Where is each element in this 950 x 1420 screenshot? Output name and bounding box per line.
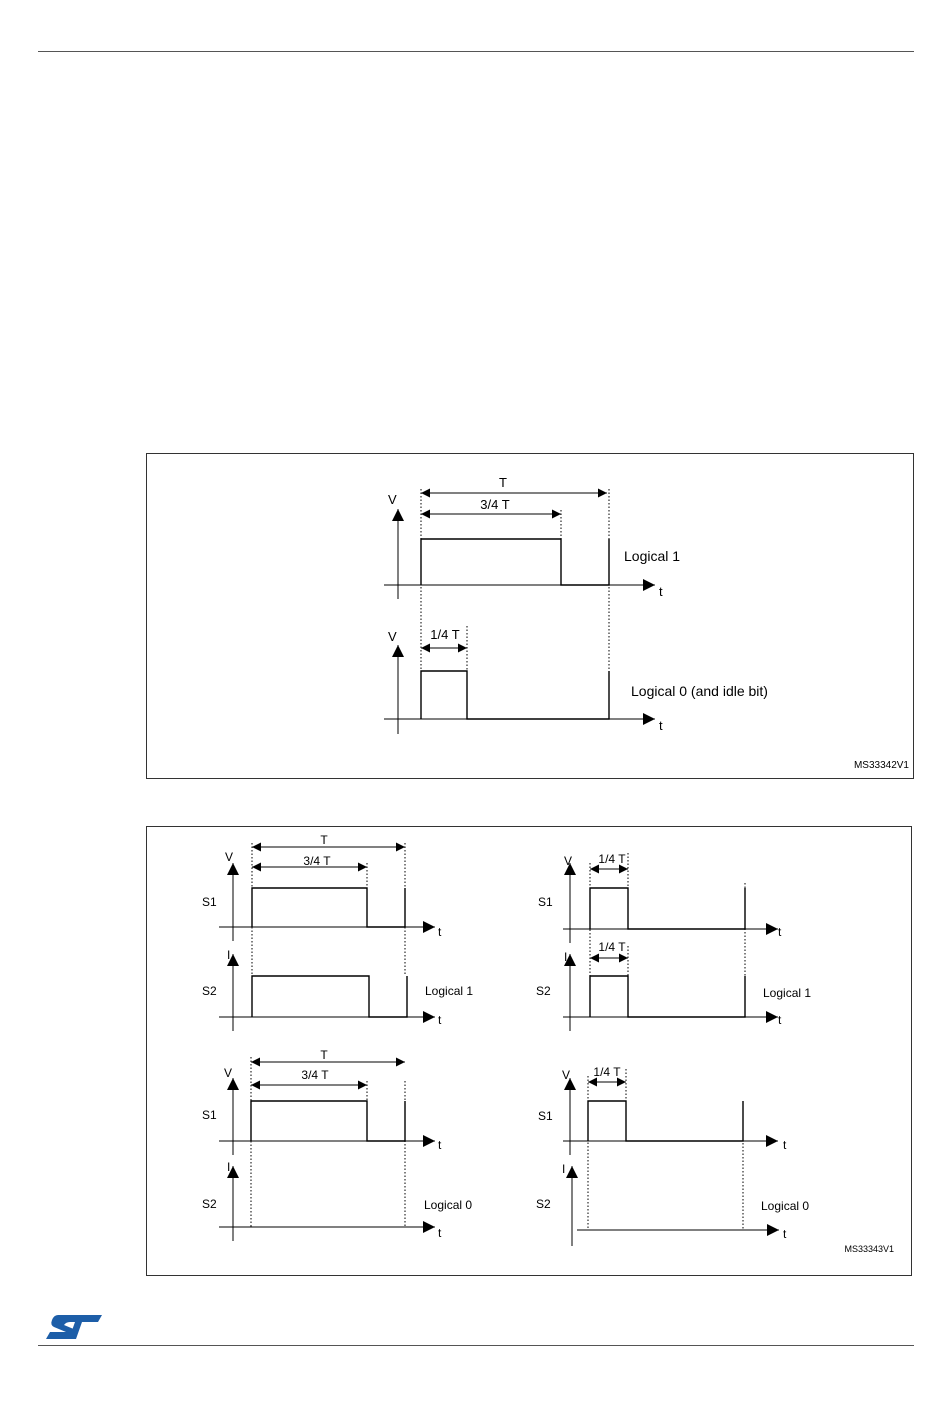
- header-rule: [38, 51, 914, 52]
- t-axis-label-2: t: [659, 718, 663, 733]
- st-logo-icon: [44, 1313, 104, 1343]
- footer-rule: [38, 1345, 914, 1346]
- figure-2: T 3/4 T V S1 t I S2 Logical 1 t 1/4 T V …: [146, 826, 912, 1276]
- q3-period-label: T: [320, 1048, 328, 1062]
- figure-1-id: MS33342V1: [854, 760, 909, 771]
- q2-s2-label: S2: [536, 984, 551, 998]
- q1-3q-label: 3/4 T: [303, 854, 331, 868]
- v-axis-label-1: V: [388, 492, 397, 507]
- period-label: T: [499, 475, 507, 490]
- q1-period-label: T: [320, 833, 328, 847]
- q4-t-label-2: t: [783, 1227, 787, 1241]
- q2-v-label: V: [564, 854, 572, 868]
- three-quarter-label: 3/4 T: [480, 497, 509, 512]
- q2-s1-label: S1: [538, 895, 553, 909]
- q1-v-label: V: [225, 850, 233, 864]
- q3-s2-label: S2: [202, 1197, 217, 1211]
- q2-logical1-label: Logical 1: [763, 986, 811, 1000]
- q1-logical1-label: Logical 1: [425, 984, 473, 998]
- q1-t-label-2: t: [438, 1013, 442, 1027]
- logical0-waveform: [421, 671, 609, 719]
- logical1-label: Logical 1: [624, 548, 680, 564]
- q4-s1-label: S1: [538, 1109, 553, 1123]
- q3-logical0-label: Logical 0: [424, 1198, 472, 1212]
- q3-v-label: V: [224, 1066, 232, 1080]
- figure-1-diagram: T 3/4 T V t Logical 1 1/4 T V t Logical …: [147, 454, 915, 780]
- figure-2-id: MS33343V1: [844, 1244, 894, 1254]
- q2-quarter-label-1: 1/4 T: [598, 852, 626, 866]
- q1-i-label: I: [227, 948, 230, 962]
- q3-s1-label: S1: [202, 1108, 217, 1122]
- q2-quarter-label-2: 1/4 T: [598, 940, 626, 954]
- logical1-waveform: [421, 539, 609, 585]
- q1-s2-label: S2: [202, 984, 217, 998]
- q4-i-label: I: [562, 1162, 565, 1176]
- q3-t-label-1: t: [438, 1138, 442, 1152]
- t-axis-label-1: t: [659, 584, 663, 599]
- q3-t-label-2: t: [438, 1226, 442, 1240]
- figure-1: T 3/4 T V t Logical 1 1/4 T V t Logical …: [146, 453, 914, 779]
- quarter-label: 1/4 T: [430, 627, 459, 642]
- v-axis-label-2: V: [388, 629, 397, 644]
- q1-s1-label: S1: [202, 895, 217, 909]
- q4-logical0-label: Logical 0: [761, 1199, 809, 1213]
- figure-2-diagram: T 3/4 T V S1 t I S2 Logical 1 t 1/4 T V …: [147, 827, 913, 1277]
- q2-s1-waveform: [590, 888, 745, 929]
- q1-t-label-1: t: [438, 925, 442, 939]
- logical0-label: Logical 0 (and idle bit): [631, 683, 768, 699]
- q2-i-label: I: [564, 950, 567, 964]
- q2-t-label-1: t: [778, 925, 782, 939]
- q4-v-label: V: [562, 1068, 570, 1082]
- q3-i-label: I: [227, 1160, 230, 1174]
- q3-3q-label: 3/4 T: [301, 1068, 329, 1082]
- q4-s1-waveform: [588, 1101, 743, 1141]
- q4-s2-label: S2: [536, 1197, 551, 1211]
- q1-s2-waveform: [252, 976, 407, 1017]
- q4-t-label-1: t: [783, 1138, 787, 1152]
- q4-quarter-label: 1/4 T: [593, 1065, 621, 1079]
- q2-s2-waveform: [590, 976, 745, 1017]
- q3-s1-waveform: [251, 1101, 405, 1141]
- q1-s1-waveform: [252, 888, 405, 927]
- q2-t-label-2: t: [778, 1013, 782, 1027]
